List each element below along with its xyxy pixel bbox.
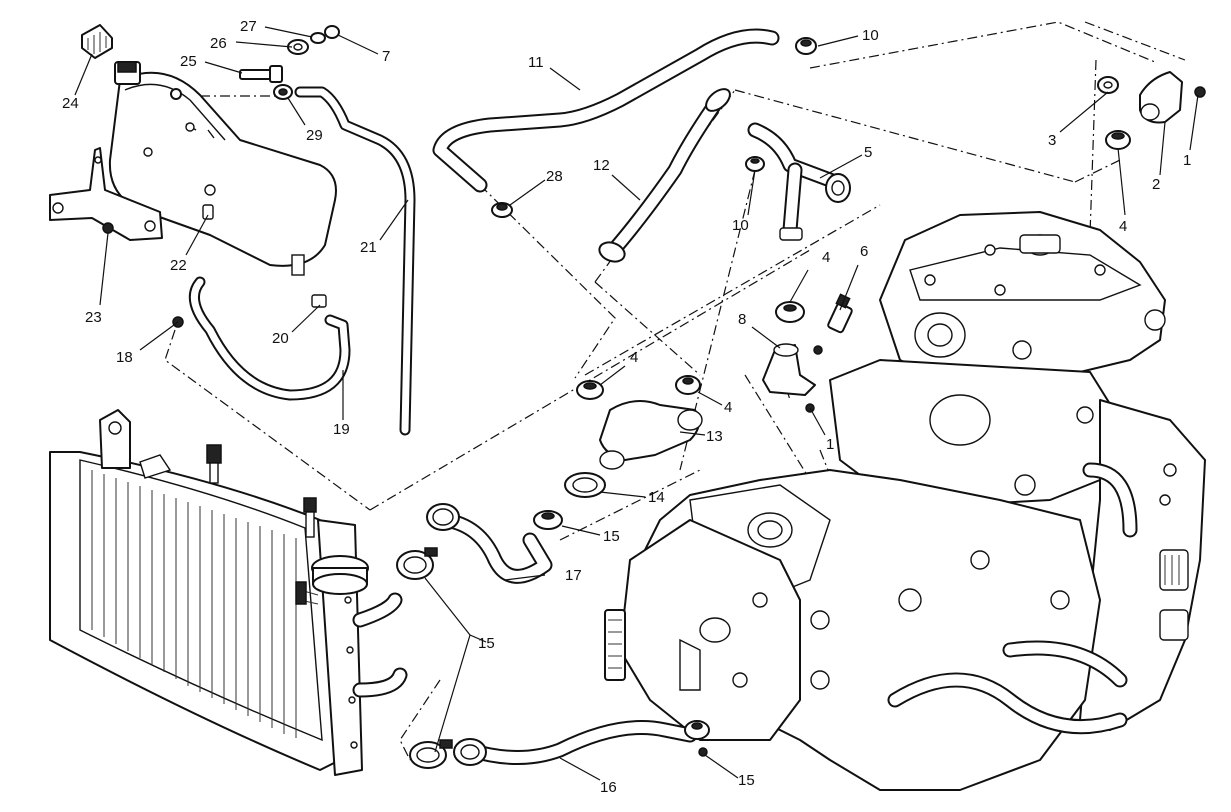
callout-27: 27 [240, 18, 257, 35]
callout-10: 10 [732, 217, 749, 234]
callout-11: 11 [528, 54, 544, 71]
callout-10: 10 [862, 27, 879, 44]
engine-assembly [604, 211, 1206, 791]
callout-26: 26 [210, 35, 227, 52]
callout-14: 14 [648, 489, 665, 506]
callout-1: 1 [826, 436, 834, 453]
callout-16: 16 [600, 779, 617, 796]
hoses [188, 28, 851, 766]
callout-15: 15 [478, 635, 495, 652]
callout-19: 19 [333, 421, 350, 438]
callout-18: 18 [116, 349, 133, 366]
callout-4: 4 [724, 399, 732, 416]
callout-labels: 1 1 2 3 4 4 4 4 5 6 7 8 10 10 11 12 13 1… [62, 18, 1191, 796]
callout-5: 5 [864, 144, 872, 161]
callout-23: 23 [85, 309, 102, 326]
callout-29: 29 [306, 127, 323, 144]
vent-fittings [239, 25, 340, 100]
callout-17: 17 [565, 567, 582, 584]
callout-20: 20 [272, 330, 289, 347]
callout-7: 7 [382, 48, 390, 65]
thermostat-group [396, 375, 710, 769]
callout-1: 1 [1183, 152, 1191, 169]
callout-2: 2 [1152, 176, 1160, 193]
outlet-fitting-group [762, 293, 853, 413]
leader-lines [74, 26, 1199, 781]
callout-15: 15 [603, 528, 620, 545]
callout-22: 22 [170, 257, 187, 274]
callout-13: 13 [706, 428, 723, 445]
bleed-fitting-group [745, 37, 1206, 172]
callout-28: 28 [546, 168, 563, 185]
small-fittings [102, 202, 513, 328]
expansion-tank [49, 24, 337, 276]
callout-25: 25 [180, 53, 197, 70]
callout-12: 12 [593, 157, 610, 174]
callout-24: 24 [62, 95, 79, 112]
callout-3: 3 [1048, 132, 1056, 149]
callout-4: 4 [630, 349, 638, 366]
callout-4: 4 [1119, 218, 1127, 235]
callout-4: 4 [822, 249, 830, 266]
callout-21: 21 [360, 239, 377, 256]
callout-6: 6 [860, 243, 868, 260]
callout-15: 15 [738, 772, 755, 789]
callout-8: 8 [738, 311, 746, 328]
radiator [49, 409, 408, 776]
